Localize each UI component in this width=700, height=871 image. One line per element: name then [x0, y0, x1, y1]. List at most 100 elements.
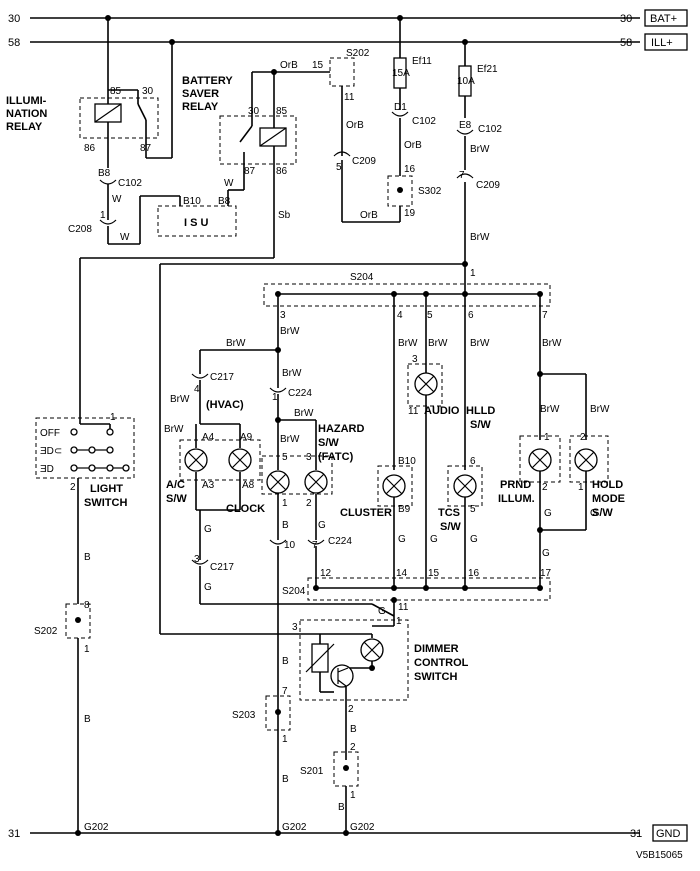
wire-g-hvac-2: G: [204, 582, 212, 593]
s202-bot-pin-1: 1: [84, 644, 90, 655]
s204-bottom-bus: S204 12 14 15 16 17 11 G: [282, 568, 552, 617]
s202-pin-15: 15: [312, 60, 324, 71]
ac-pin-a9: A9: [240, 432, 253, 443]
clock-hazard-branch: 1 C224 BrW BrW 5 3 1 2 CLOCK HAZARD S/W …: [226, 387, 364, 833]
wire-g-hazard: G: [318, 520, 326, 531]
ef11-name: Ef11: [412, 56, 432, 67]
ls-pos-park: ƎD⊂: [40, 446, 62, 457]
d1-pin: D1: [394, 102, 407, 113]
cluster-pin-b10: B10: [398, 456, 416, 467]
ac-pin-a4: A4: [202, 432, 215, 443]
c102-right: C102: [478, 124, 502, 135]
s204-top-pin-5: 5: [427, 310, 433, 321]
s202-top-splice: S202 15 11 OrB 5 C209 OrB: [312, 48, 400, 223]
c209-right: C209: [476, 180, 500, 191]
c224-bottom: C224: [328, 536, 352, 547]
isu-module: I S U B10 B8: [157, 190, 237, 237]
ac-pin-a8: A8: [242, 480, 255, 491]
c102-left: C102: [118, 178, 142, 189]
wire-brw-hvac-l2: BrW: [164, 424, 184, 435]
wire-sb: Sb: [278, 210, 291, 221]
wire-brw-hvac-top: BrW: [226, 338, 246, 349]
s204-top-pin-6: 6: [468, 310, 474, 321]
relay2-pin-30: 30: [248, 106, 260, 117]
dimmer-pin-2: 2: [348, 704, 354, 715]
e8-pin: E8: [459, 120, 472, 131]
wire-g-dimmer: G: [378, 606, 386, 617]
battery-saver-relay: BATTERY SAVER RELAY 30 85 87 86 W OrB Sb: [79, 60, 330, 424]
relay2-pin-86: 86: [276, 166, 288, 177]
rail-31-left: 31: [8, 828, 20, 840]
audio-pin-3: 3: [412, 354, 418, 365]
c217-bottom: C217: [210, 562, 234, 573]
c209-left-pin: 5: [336, 162, 342, 173]
tcs-pin-6: 6: [470, 456, 476, 467]
wire-brw-prnd-top: BrW: [542, 338, 562, 349]
dimmer-label-3: SWITCH: [414, 671, 457, 683]
s201-splice: 2 1 S201 B: [300, 742, 359, 833]
wire-brw-s204-3: BrW: [280, 326, 300, 337]
figure-code: V5B15065: [636, 850, 683, 861]
isu-label: I S U: [184, 217, 209, 229]
rail-31-right: 31: [630, 828, 642, 840]
s204-bot-pin-14: 14: [396, 568, 408, 579]
wire-brw-hvac-l: BrW: [170, 394, 190, 405]
clock-pin-1: 1: [282, 498, 288, 509]
s204-top-label: S204: [350, 272, 374, 283]
illum-relay-label-2: NATION: [6, 108, 47, 120]
wire-brw-tcs: BrW: [470, 338, 490, 349]
power-rails: 30 58 31 30 58 31 BAT+ ILL+ GND: [8, 9, 688, 842]
relay1-pin-87: 87: [140, 143, 152, 154]
wire-orb-2: OrB: [346, 120, 364, 131]
cluster-label: CLUSTER: [340, 507, 392, 519]
battery-relay-label-1: BATTERY: [182, 75, 233, 87]
c224-pin-10: 10: [284, 540, 296, 551]
grounds: G202 G202 G202: [84, 822, 375, 833]
dimmer-control-switch: 3 1 2 DIMMER CONTROL SWITCH B: [292, 616, 469, 760]
c102-mid: C102: [412, 116, 436, 127]
c209-right-pin: 7: [459, 170, 465, 181]
rail-30-left: 30: [8, 13, 20, 25]
wire-w-1: W: [112, 194, 122, 205]
s202-top-label: S202: [346, 48, 370, 59]
s302-label: S302: [418, 186, 442, 197]
prnd-hold-branch: BrW BrW BrW 1 2 2 1 PRND ILLUM. HOLD MOD…: [498, 294, 625, 588]
c224-top: C224: [288, 388, 312, 399]
ac-pin-a3: A3: [202, 480, 215, 491]
audio-branch: BrW 3 11 AUDIO G: [407, 294, 460, 588]
ef21-rating: 10A: [457, 76, 475, 87]
dimmer-label-2: CONTROL: [414, 657, 469, 669]
s204-bot-pin-17: 17: [540, 568, 552, 579]
c224-top-pin: 1: [272, 392, 278, 403]
wire-brw-clock: BrW: [280, 434, 300, 445]
audio-label: AUDIO: [424, 405, 460, 417]
wire-orb-3: OrB: [360, 210, 378, 221]
wire-b-clock-2: B: [282, 656, 289, 667]
ls-pin-2: 2: [70, 482, 76, 493]
battery-relay-label-2: SAVER: [182, 88, 219, 100]
ls-pos-head: ƎD: [40, 464, 54, 475]
wire-b-s201: B: [338, 802, 345, 813]
relay2-pin-85: 85: [276, 106, 288, 117]
hold-pin-1: 1: [578, 482, 584, 493]
s204-bot-pin-12: 12: [320, 568, 332, 579]
prnd-label-1: PRND: [500, 479, 531, 491]
dimmer-pin-3: 3: [292, 622, 298, 633]
prnd-label-2: ILLUM.: [498, 493, 535, 505]
light-switch-label-1: LIGHT: [90, 483, 123, 495]
wire-g-cluster: G: [398, 534, 406, 545]
ef11-rating: 15A: [392, 68, 410, 79]
wire-g-audio: G: [430, 534, 438, 545]
tcs-pin-5: 5: [470, 504, 476, 515]
battery-relay-label-3: RELAY: [182, 101, 219, 113]
wire-brw-audio: BrW: [428, 338, 448, 349]
rail-58-left: 58: [8, 37, 20, 49]
illum-relay-label-3: RELAY: [6, 121, 43, 133]
hazard-pin-2: 2: [306, 498, 312, 509]
s201-label: S201: [300, 766, 324, 777]
hvac-label: (HVAC): [206, 399, 244, 411]
rail-30-right: 30: [620, 13, 632, 25]
prnd-pin-1: 1: [544, 432, 550, 443]
g202-right: G202: [350, 822, 375, 833]
audio-pin-11: 11: [408, 406, 419, 417]
